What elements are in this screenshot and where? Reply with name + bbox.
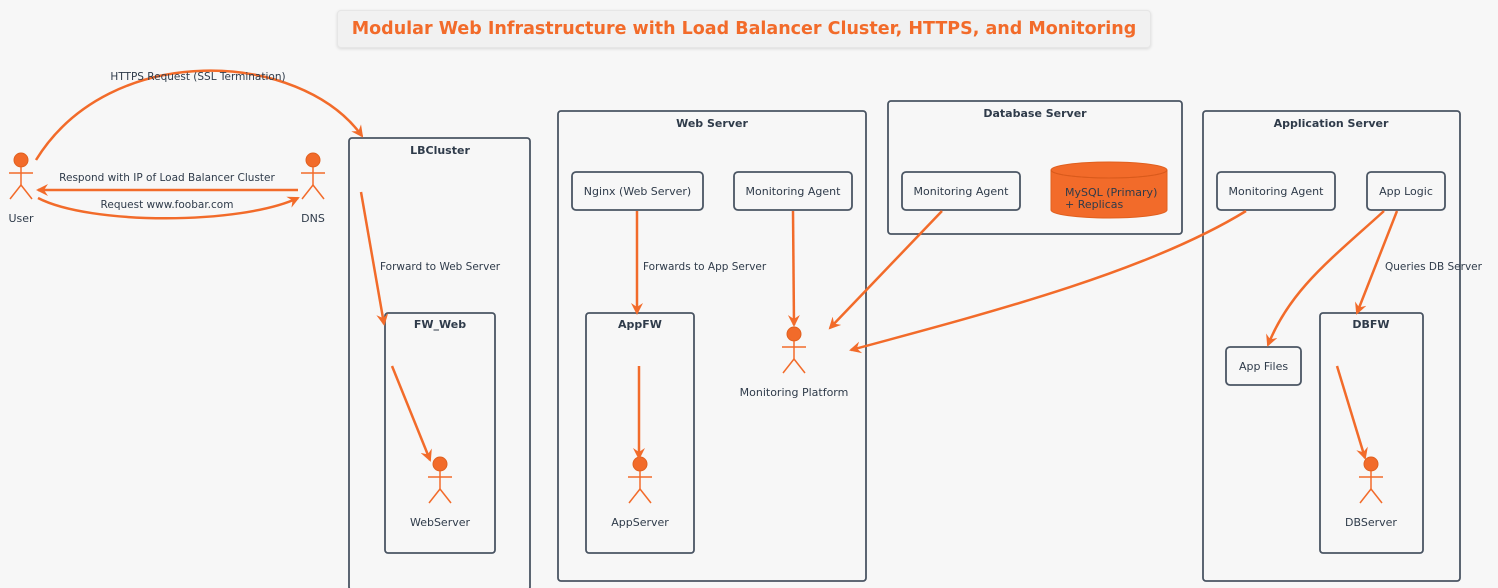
node-app-logic-label: App Logic: [1379, 185, 1433, 198]
actor-user-label: User: [8, 212, 34, 225]
edge-dbfw-to-dbserver: [1335, 365, 1368, 460]
node-mysql-database: MySQL (Primary) + Replicas: [1050, 161, 1168, 219]
edge-label-dns-respond: Respond with IP of Load Balancer Cluster: [59, 172, 275, 184]
web-server-icon: [427, 456, 453, 504]
cluster-fw-web: FW_Web: [384, 312, 496, 554]
edge-web-monitor-to-platform: [787, 210, 800, 327]
actor-monitoring-platform-label: Monitoring Platform: [740, 386, 849, 399]
cluster-dbfw: DBFW: [1319, 312, 1424, 554]
diagram-title: Modular Web Infrastructure with Load Bal…: [337, 10, 1151, 48]
actor-web-server-label: WebServer: [410, 516, 471, 529]
node-app-monitoring-label: Monitoring Agent: [1229, 185, 1325, 198]
node-app-files: App Files: [1225, 346, 1302, 386]
cluster-lbcluster: LBCluster: [348, 137, 531, 588]
actor-app-server-label: AppServer: [611, 516, 669, 529]
node-app-logic: App Logic: [1366, 171, 1446, 211]
node-app-monitoring-agent: Monitoring Agent: [1216, 171, 1336, 211]
cluster-database-server-label: Database Server: [983, 107, 1087, 120]
actor-app-server: AppServer: [611, 456, 669, 529]
node-db-monitoring-agent: Monitoring Agent: [901, 171, 1021, 211]
edge-label-dns-request: Request www.foobar.com: [101, 199, 234, 211]
monitoring-platform-icon: [781, 326, 807, 374]
node-web-monitoring-label: Monitoring Agent: [746, 185, 842, 198]
node-web-monitoring-agent: Monitoring Agent: [733, 171, 853, 211]
edge-queries-db: [1355, 210, 1399, 315]
cluster-appfw-label: AppFW: [618, 318, 662, 331]
edge-forward-to-web: [359, 191, 389, 326]
edge-label-https-request: HTTPS Request (SSL Termination): [110, 71, 285, 83]
cluster-fw-web-label: FW_Web: [414, 318, 466, 331]
node-nginx-label: Nginx (Web Server): [584, 185, 691, 198]
node-mysql-label-1: MySQL (Primary): [1065, 186, 1157, 199]
edge-fw-to-webserver: [390, 365, 432, 462]
actor-user: User: [8, 152, 34, 225]
actor-db-server-label: DBServer: [1345, 516, 1397, 529]
user-icon: [8, 152, 34, 200]
cluster-application-server-label: Application Server: [1274, 117, 1389, 130]
db-server-icon: [1358, 456, 1384, 504]
edge-label-forwards-to-app: Forwards to App Server: [643, 261, 767, 273]
edge-dns-request: [37, 196, 300, 220]
actor-web-server: WebServer: [410, 456, 471, 529]
node-app-files-label: App Files: [1239, 360, 1288, 373]
cluster-database-server: Database Server: [887, 100, 1183, 235]
node-nginx: Nginx (Web Server): [571, 171, 704, 211]
edge-applogic-to-appfiles: [1266, 210, 1385, 347]
actor-db-server: DBServer: [1345, 456, 1397, 529]
edge-https-request: [34, 69, 364, 161]
cluster-dbfw-label: DBFW: [1352, 318, 1389, 331]
actor-dns: DNS: [300, 152, 326, 225]
edge-label-forward-to-web: Forward to Web Server: [380, 261, 501, 273]
app-server-icon: [627, 456, 653, 504]
actor-dns-label: DNS: [301, 212, 325, 225]
cluster-application-server: Application Server: [1202, 110, 1461, 582]
node-db-monitoring-label: Monitoring Agent: [914, 185, 1010, 198]
edge-label-queries-db: Queries DB Server: [1385, 261, 1483, 273]
edge-app-monitor-to-platform: [849, 209, 1247, 354]
dns-icon: [300, 152, 326, 200]
edge-db-monitor-to-platform: [828, 210, 943, 330]
actor-monitoring-platform: Monitoring Platform: [740, 326, 849, 399]
cluster-web-server-label: Web Server: [676, 117, 748, 130]
node-mysql-label-2: + Replicas: [1065, 198, 1124, 211]
cluster-lbcluster-label: LBCluster: [410, 144, 470, 157]
